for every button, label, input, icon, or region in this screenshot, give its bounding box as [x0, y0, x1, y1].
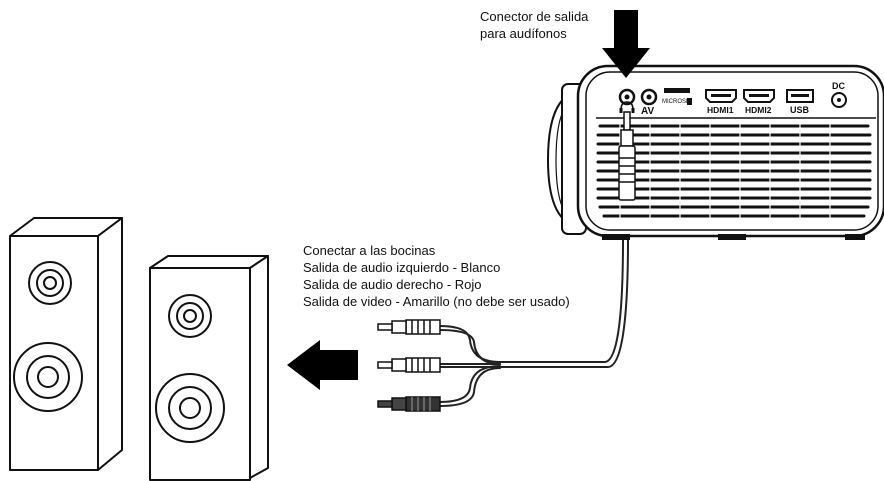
- hdmi1-port: [705, 89, 737, 103]
- headphone-jack: [618, 88, 636, 113]
- projector: AV MICROSD HDMI1 HDMI2 USB DC: [546, 64, 884, 240]
- speakers-heading: Conectar a las bocinas: [303, 243, 436, 258]
- port-label-usb: USB: [790, 105, 810, 115]
- headphone-output-label-line2: para audífonos: [480, 26, 567, 41]
- vent-grille: [596, 124, 872, 218]
- audio-cable: [439, 199, 629, 407]
- rca-plug-red: [377, 357, 441, 373]
- microsd-slot: [664, 88, 692, 105]
- port-label-av: AV: [641, 106, 654, 117]
- right-speaker: [149, 255, 269, 481]
- port-label-dc: DC: [832, 81, 845, 91]
- audio-left-label: Salida de audio izquierdo - Blanco: [303, 260, 501, 275]
- rca-plug-yellow: [377, 396, 441, 412]
- headphone-icon: [620, 101, 634, 111]
- hdmi2-port: [743, 89, 775, 103]
- video-out-label: Salida de video - Amarillo (no debe ser …: [303, 294, 570, 309]
- port-label-hdmi2: HDMI2: [745, 105, 772, 115]
- left-arrow-icon: [287, 340, 358, 390]
- headphone-output-label-line1: Conector de salida: [480, 9, 589, 24]
- port-label-hdmi1: HDMI1: [707, 105, 734, 115]
- port-label-microsd: MICROSD: [662, 99, 691, 105]
- audio-right-label: Salida de audio derecho - Rojo: [303, 277, 482, 292]
- down-arrow-icon: [602, 10, 650, 78]
- left-speaker: [9, 217, 123, 471]
- rca-plug-white: [377, 319, 441, 335]
- usb-port: [786, 89, 814, 103]
- headphone-plug: [618, 111, 636, 201]
- av-jack: [640, 88, 658, 106]
- dc-jack: [831, 92, 847, 108]
